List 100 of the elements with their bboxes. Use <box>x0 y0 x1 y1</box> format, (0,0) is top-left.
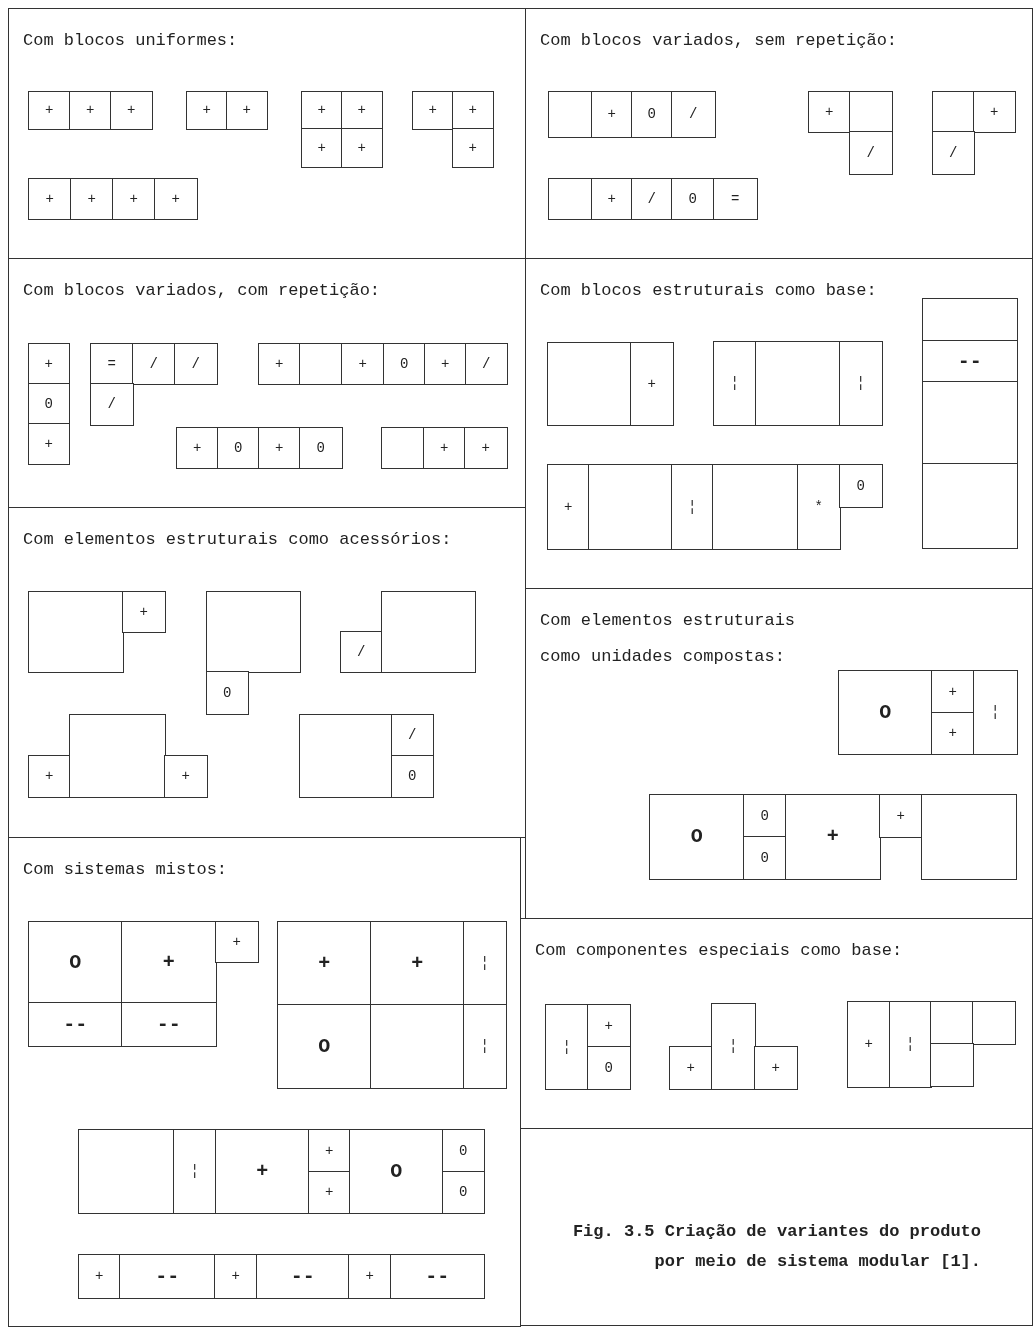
module-block: ¦ <box>839 341 883 426</box>
module-block <box>922 298 1018 342</box>
module-block: -- <box>922 340 1018 383</box>
module-block: / <box>340 631 383 673</box>
module-block: / <box>849 131 893 175</box>
module-block: + <box>308 1129 351 1173</box>
module-block <box>588 464 673 550</box>
module-block: + <box>121 921 217 1004</box>
module-block: ¦ <box>711 1003 756 1090</box>
module-block: + <box>341 343 385 385</box>
module-block: + <box>591 178 633 220</box>
module-block: 0 <box>383 343 426 385</box>
module-block <box>370 1004 465 1089</box>
module-block: + <box>973 91 1016 133</box>
module-block: O <box>838 670 933 755</box>
module-block: + <box>215 1129 310 1214</box>
module-block: 0 <box>743 836 787 880</box>
module-block: / <box>90 383 134 426</box>
panel <box>8 8 526 259</box>
module-block: ¦ <box>463 921 507 1006</box>
module-block: 0 <box>839 464 883 508</box>
module-block: + <box>931 670 975 714</box>
module-block: + <box>591 91 633 138</box>
module-block: + <box>630 342 674 426</box>
module-block <box>849 91 893 133</box>
module-block: / <box>631 178 673 220</box>
module-block <box>548 91 593 138</box>
module-block: + <box>301 128 343 168</box>
module-block <box>755 341 841 426</box>
module-block: / <box>932 131 975 175</box>
module-block: 0 <box>587 1046 631 1090</box>
panel <box>8 837 521 1327</box>
module-block: + <box>78 1254 121 1299</box>
panel-heading: Com blocos estruturais como base: <box>540 280 877 302</box>
module-block: 0 <box>743 794 787 838</box>
module-block: + <box>69 91 112 130</box>
module-block: + <box>424 343 467 385</box>
module-block: * <box>797 464 841 550</box>
panel <box>8 507 526 838</box>
module-block: + <box>214 1254 258 1299</box>
module-block <box>69 714 166 798</box>
module-block: ¦ <box>973 670 1018 755</box>
module-block <box>922 463 1018 549</box>
module-block: + <box>669 1046 713 1090</box>
module-block: O <box>28 921 123 1004</box>
module-block: ¦ <box>463 1004 507 1089</box>
module-block: + <box>587 1004 631 1048</box>
module-block: -- <box>390 1254 485 1299</box>
module-block: 0 <box>28 383 70 425</box>
module-block: ¦ <box>671 464 714 550</box>
panel-heading: Com elementos estruturais como unidades compostas: <box>540 610 797 668</box>
module-block: + <box>547 464 590 550</box>
module-block: -- <box>121 1002 217 1047</box>
module-block: = <box>713 178 758 220</box>
module-block <box>932 91 975 133</box>
module-block: 0 <box>299 427 343 469</box>
module-block: 0 <box>671 178 715 220</box>
module-block: -- <box>119 1254 216 1299</box>
module-block: + <box>110 91 153 130</box>
module-block: + <box>154 178 198 220</box>
module-block: + <box>754 1046 798 1090</box>
module-block: + <box>122 591 166 633</box>
panel <box>520 918 1033 1129</box>
panel-heading: Com elementos estruturais como acessórios: <box>23 529 452 551</box>
module-block: + <box>348 1254 392 1299</box>
module-block: 0 <box>631 91 673 138</box>
module-block <box>381 427 425 469</box>
module-block: + <box>215 921 259 963</box>
module-block: + <box>301 91 343 130</box>
module-block: + <box>28 178 72 220</box>
module-block: 0 <box>217 427 260 469</box>
module-block: + <box>785 794 881 880</box>
module-block: + <box>186 91 228 130</box>
panel <box>525 588 1033 919</box>
module-block: + <box>28 343 70 385</box>
module-block: / <box>391 714 434 757</box>
module-block: O <box>349 1129 444 1214</box>
module-block: -- <box>256 1254 350 1299</box>
module-block: 0 <box>391 755 434 798</box>
module-block <box>930 1043 974 1087</box>
module-block: + <box>226 91 268 130</box>
module-block: + <box>341 128 383 168</box>
module-block: / <box>465 343 508 385</box>
module-block: + <box>176 427 219 469</box>
module-block: + <box>277 921 372 1006</box>
module-block: + <box>112 178 156 220</box>
module-block <box>299 714 393 798</box>
figure-caption: Fig. 3.5 Criação de variantes do produto por meio de sistema modular [1]. <box>571 1221 981 1273</box>
module-block: ¦ <box>713 341 757 426</box>
module-block: ¦ <box>889 1001 932 1088</box>
module-block: ¦ <box>545 1004 589 1090</box>
module-block: + <box>879 794 923 838</box>
module-block: / <box>132 343 176 385</box>
module-block <box>921 794 1017 880</box>
module-block: + <box>308 1171 351 1214</box>
module-block: + <box>464 427 508 469</box>
module-block: + <box>164 755 208 798</box>
module-block <box>206 591 301 673</box>
module-block: -- <box>28 1002 123 1047</box>
module-block <box>972 1001 1016 1045</box>
